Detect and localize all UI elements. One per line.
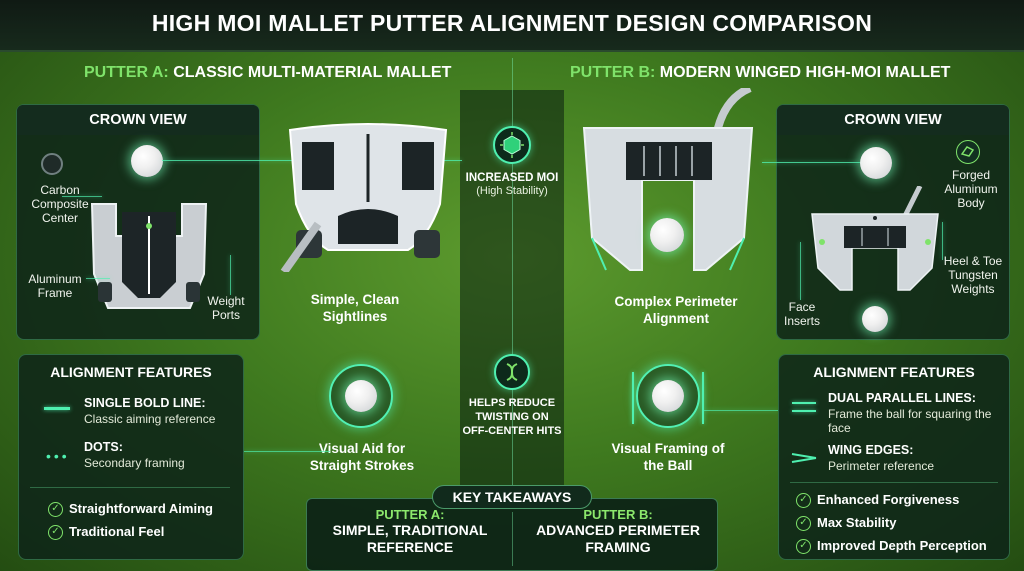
check-icon: ✓ <box>796 539 811 555</box>
page-title: HIGH MOI MALLET PUTTER ALIGNMENT DESIGN … <box>151 10 873 36</box>
putter-a-features-title: ALIGNMENT FEATURES <box>50 364 212 380</box>
moi-label: INCREASED MOI <box>465 172 559 184</box>
check-icon: ✓ <box>48 525 63 541</box>
takeaway-a-text: SIMPLE, TRADITIONAL REFERENCE <box>332 522 488 555</box>
check-a-1-label: Straightforward Aiming <box>69 501 213 516</box>
check-a-2: ✓ Traditional Feel <box>48 524 165 541</box>
feature-a-2-name: DOTS: <box>84 440 123 454</box>
feature-b-1-desc: Frame the ball for squaring the face <box>828 407 992 435</box>
twist-label: HELPS REDUCE TWISTING ON OFF-CENTER HITS <box>462 397 562 437</box>
check-b-3: ✓ Improved Depth Perception <box>796 538 987 555</box>
putter-b-crown-ball <box>860 147 892 179</box>
key-takeaways-title: KEY TAKEAWAYS <box>432 485 592 509</box>
check-a-1: ✓ Straightforward Aiming <box>48 501 213 518</box>
check-a-2-label: Traditional Feel <box>69 524 165 539</box>
putter-b-features-panel: ALIGNMENT FEATURES <box>778 354 1010 560</box>
putter-a-key: PUTTER A: <box>84 64 169 81</box>
takeaway-b-label: PUTTER B: <box>583 507 653 522</box>
center-divider <box>512 58 513 488</box>
features-b-divider <box>790 482 998 483</box>
weight-ports-label: Weight Ports <box>207 294 245 322</box>
putter-a-aid-ball <box>345 380 377 412</box>
putter-b-crown-title: CROWN VIEW <box>777 105 1009 135</box>
carbon-icon <box>41 153 63 175</box>
putter-b-features-title: ALIGNMENT FEATURES <box>813 364 975 380</box>
putter-b-frame-ball <box>652 380 684 412</box>
forged-label: Forged Aluminum Body <box>944 168 998 210</box>
feature-b-2-desc: Perimeter reference <box>828 459 935 473</box>
putter-b-heading: PUTTER B: MODERN WINGED HIGH-MOI MALLET <box>570 64 950 82</box>
putter-a-crown-title: CROWN VIEW <box>17 105 259 135</box>
putter-a-crown-illustration <box>90 203 208 309</box>
carbon-label: Carbon Composite Center <box>31 183 89 225</box>
aluminum-connector <box>86 278 110 279</box>
forged-body-icon <box>956 140 980 164</box>
takeaway-a-label: PUTTER A: <box>375 507 445 522</box>
face-inserts-label: Face Inserts <box>783 300 820 328</box>
putter-b-name: MODERN WINGED HIGH-MOI MALLET <box>659 64 951 81</box>
putter-b-crown-illustration <box>811 186 939 291</box>
parallel-line-icon-top <box>792 402 816 404</box>
crown-b-connector <box>762 162 860 163</box>
check-icon: ✓ <box>796 493 811 509</box>
visual-aid-callout: Visual Aid for Straight Strokes <box>309 441 415 473</box>
putter-a-name: CLASSIC MULTI-MATERIAL MALLET <box>173 64 452 81</box>
header-bar <box>0 0 1024 52</box>
putter-a-heading: PUTTER A: CLASSIC MULTI-MATERIAL MALLET <box>84 64 451 82</box>
check-icon: ✓ <box>796 516 811 532</box>
carbon-connector <box>62 196 102 197</box>
aluminum-label: Aluminum Frame <box>28 272 82 300</box>
moi-sub-label: (High Stability) <box>476 185 548 197</box>
takeaway-b-text: ADVANCED PERIMETER FRAMING <box>536 522 700 555</box>
putter-b-head-illustration <box>582 88 754 271</box>
feature-a-2-desc: Secondary framing <box>84 456 185 470</box>
check-b-3-label: Improved Depth Perception <box>817 538 987 553</box>
feature-a-1-name: SINGLE BOLD LINE: <box>84 396 206 410</box>
twist-icon <box>494 354 530 390</box>
moi-icon <box>493 126 531 164</box>
visual-aid-connector <box>244 451 330 452</box>
feature-b-2-name: WING EDGES: <box>828 443 914 457</box>
tungsten-connector <box>942 222 943 260</box>
dots-icon: ••• <box>46 448 70 464</box>
perimeter-callout: Complex Perimeter Alignment <box>614 294 738 326</box>
framing-callout: Visual Framing of the Ball <box>611 441 725 473</box>
putter-a-head-illustration <box>280 123 448 272</box>
frame-line-left <box>632 372 634 424</box>
putter-b-key: PUTTER B: <box>570 64 656 81</box>
putter-b-head-ball <box>650 218 684 252</box>
check-icon: ✓ <box>48 502 63 518</box>
framing-connector <box>704 410 778 411</box>
putter-a-crown-ball <box>131 145 163 177</box>
parallel-line-icon-bottom <box>792 410 816 412</box>
weight-connector <box>230 255 231 295</box>
features-a-divider <box>30 487 230 488</box>
check-b-1: ✓ Enhanced Forgiveness <box>796 492 960 509</box>
frame-line-right <box>702 372 704 424</box>
putter-b-crown-ball-lower <box>862 306 888 332</box>
feature-a-1-desc: Classic aiming reference <box>84 412 216 426</box>
feature-b-1-name: DUAL PARALLEL LINES: <box>828 391 976 405</box>
check-b-2: ✓ Max Stability <box>796 515 897 532</box>
face-connector <box>800 242 801 300</box>
check-b-1-label: Enhanced Forgiveness <box>817 492 960 507</box>
tungsten-label: Heel & Toe Tungsten Weights <box>943 254 1003 296</box>
wing-edges-icon <box>791 453 817 463</box>
takeaways-divider <box>512 512 513 566</box>
bold-line-icon <box>44 407 70 410</box>
check-b-2-label: Max Stability <box>817 515 897 530</box>
sightlines-callout: Simple, Clean Sightlines <box>310 292 400 324</box>
